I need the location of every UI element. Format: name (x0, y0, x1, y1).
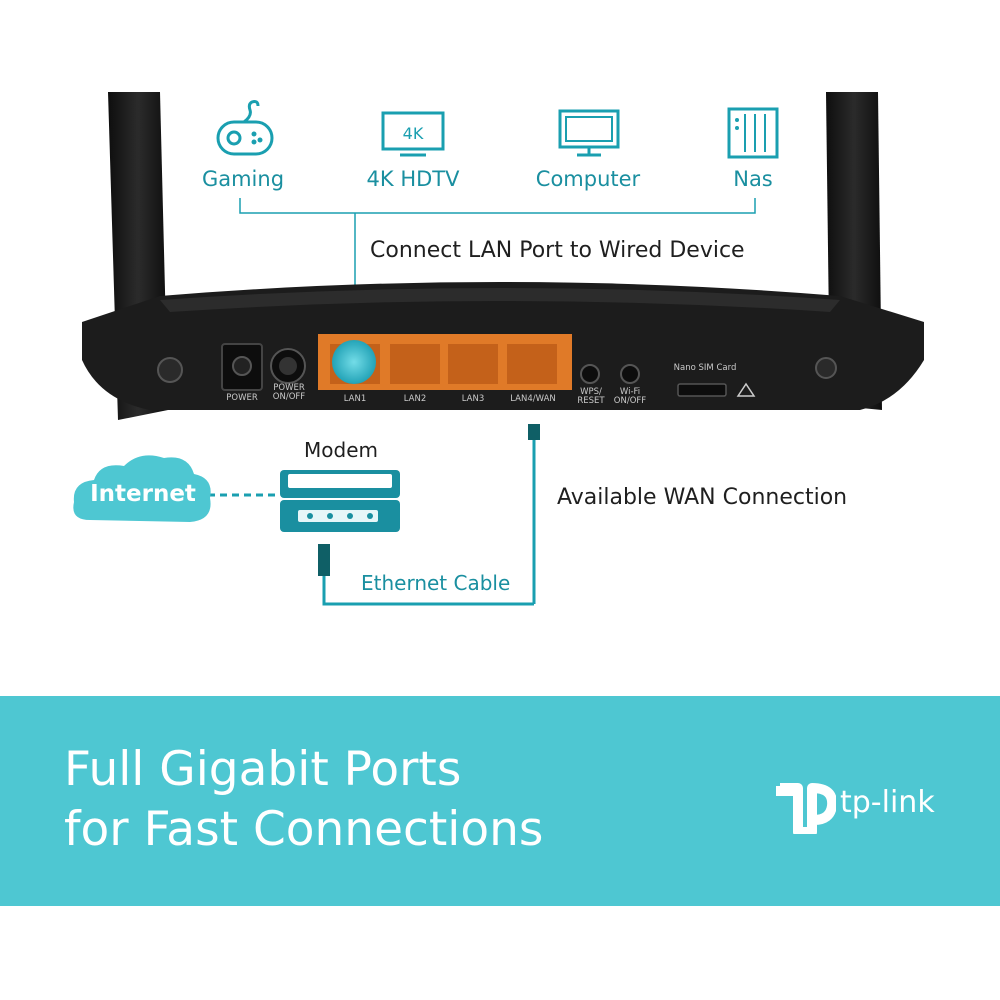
tp-link-logo-icon (776, 783, 836, 834)
sim-label: Nano SIM Card (673, 363, 737, 373)
modem-caption: Modem (304, 438, 378, 462)
tp-link-brand-text: tp-link (840, 785, 935, 820)
wan-cable-diagram (73, 440, 536, 606)
device-label-computer: Computer (535, 167, 641, 191)
port-label-lan1: LAN1 (343, 394, 367, 404)
cable-caption: Ethernet Cable (361, 571, 511, 595)
headline-line-2: for Fast Connections (64, 802, 544, 857)
port-label-lan2: LAN2 (403, 394, 427, 404)
device-label-4k-hdtv: 4K HDTV (366, 167, 460, 191)
port-label-lan3: LAN3 (461, 394, 485, 404)
port-label-power-onoff: POWER ON/OFF (272, 383, 306, 402)
lan-caption: Connect LAN Port to Wired Device (370, 238, 745, 263)
tv-4k-icon: 4K (381, 111, 445, 157)
device-label-nas: Nas (733, 167, 773, 191)
port-label-lan4-wan: LAN4/WAN (510, 394, 556, 404)
router-illustration (82, 92, 924, 440)
port-label-power: POWER (226, 393, 258, 403)
gamepad-icon (216, 100, 274, 156)
port-label-wps-reset: WPS/ RESET (577, 387, 605, 406)
monitor-icon (558, 109, 620, 157)
wan-caption: Available WAN Connection (557, 485, 848, 510)
tv-4k-text: 4K (403, 124, 424, 143)
nas-icon (727, 107, 779, 159)
internet-cloud-label: Internet (90, 481, 196, 507)
device-label-gaming: Gaming (201, 167, 285, 191)
port-label-wifi-onoff: Wi-Fi ON/OFF (613, 387, 647, 406)
headline-line-1: Full Gigabit Ports (64, 742, 462, 797)
